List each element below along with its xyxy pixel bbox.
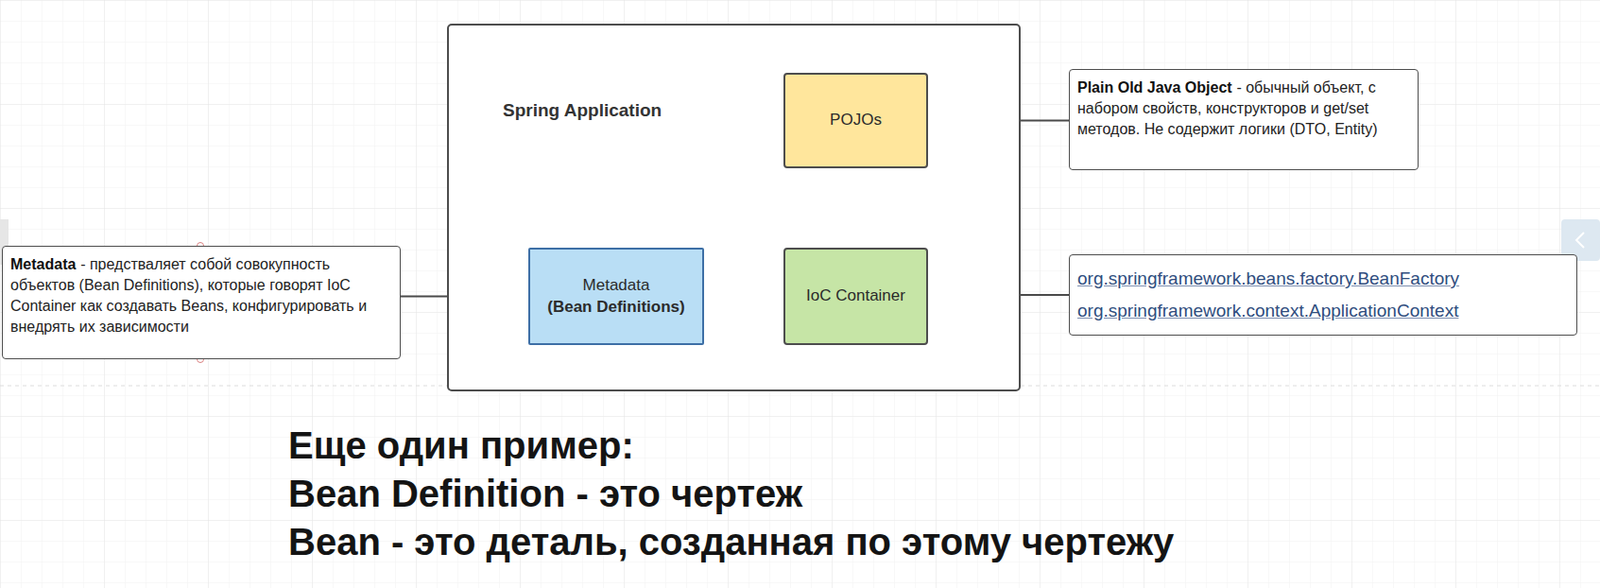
note-box: Metadata- предстваляет собой совокупност… (1, 245, 401, 360)
tab-chevron (1576, 232, 1584, 248)
frame-title: Spring Application (502, 100, 662, 122)
slide-caption: Bean Definition - это чертеж (288, 469, 1174, 518)
class-link: org.springframework.beans.factory.BeanFa… (1077, 268, 1460, 290)
slide-caption: Еще один пример: (288, 421, 1174, 470)
box-title: Metadata (583, 275, 651, 297)
note-term: Plain Old Java Object (1077, 79, 1233, 96)
label-block: Еще один пример:Bean Definition - это че… (288, 421, 1174, 567)
metadata-box: Metadata(Bean Definitions) (528, 247, 705, 345)
selection-handles (525, 244, 708, 348)
link-box: org.springframework.beans.factory.BeanFa… (1068, 254, 1578, 336)
application-frame: POJOsMetadata(Bean Definitions) IoC Conta… (447, 23, 1021, 392)
slide-caption: Bean - это деталь, созданная по этому че… (288, 517, 1174, 567)
note-box: Plain Old Java Object- обычный объект, с… (1068, 68, 1419, 171)
box-subtitle: (Bean Definitions) (547, 296, 685, 319)
pojo-box: POJOs (783, 72, 929, 169)
class-link: org.springframework.context.ApplicationC… (1077, 300, 1459, 322)
box-title: IoC Container (806, 285, 906, 308)
ioc-container-box: IoC Container (783, 247, 929, 345)
box-title: POJOs (829, 109, 882, 132)
note-term: Metadata (10, 256, 76, 273)
